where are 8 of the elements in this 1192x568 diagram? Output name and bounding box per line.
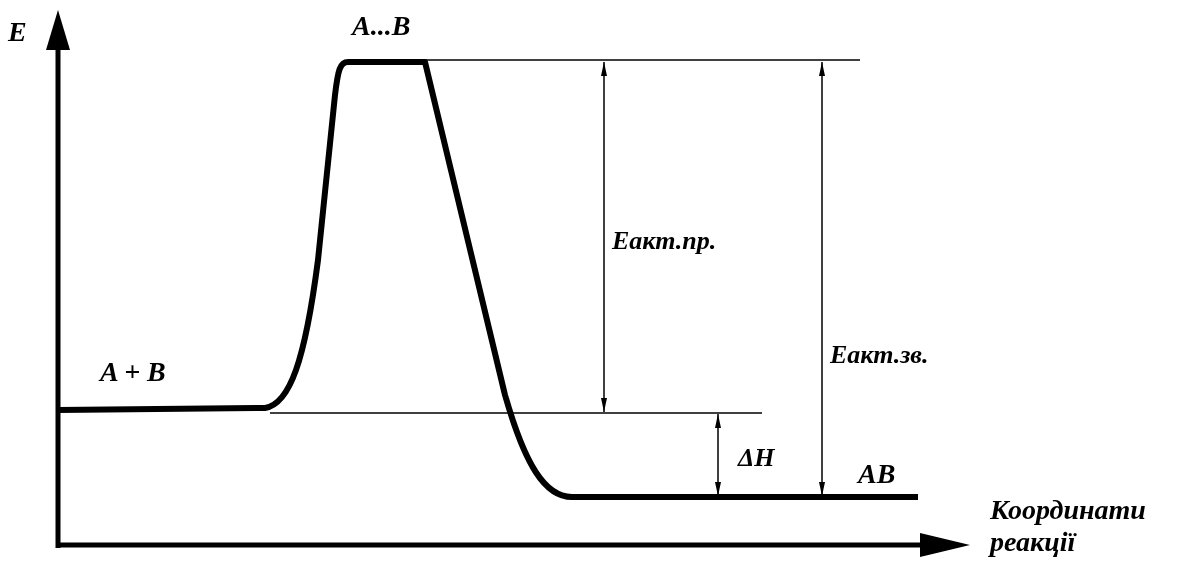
curve-label: ΔH [738, 443, 775, 473]
curve-label: AB [858, 458, 896, 491]
curve-label: A...B [352, 10, 411, 43]
curve-label: Еакт.зв. [830, 340, 929, 370]
curve-label: A + B [100, 356, 166, 389]
axis-label: Координати реакції [990, 494, 1147, 559]
curve-label: Еакт.пр. [612, 226, 717, 256]
axis-label: E [8, 16, 27, 49]
